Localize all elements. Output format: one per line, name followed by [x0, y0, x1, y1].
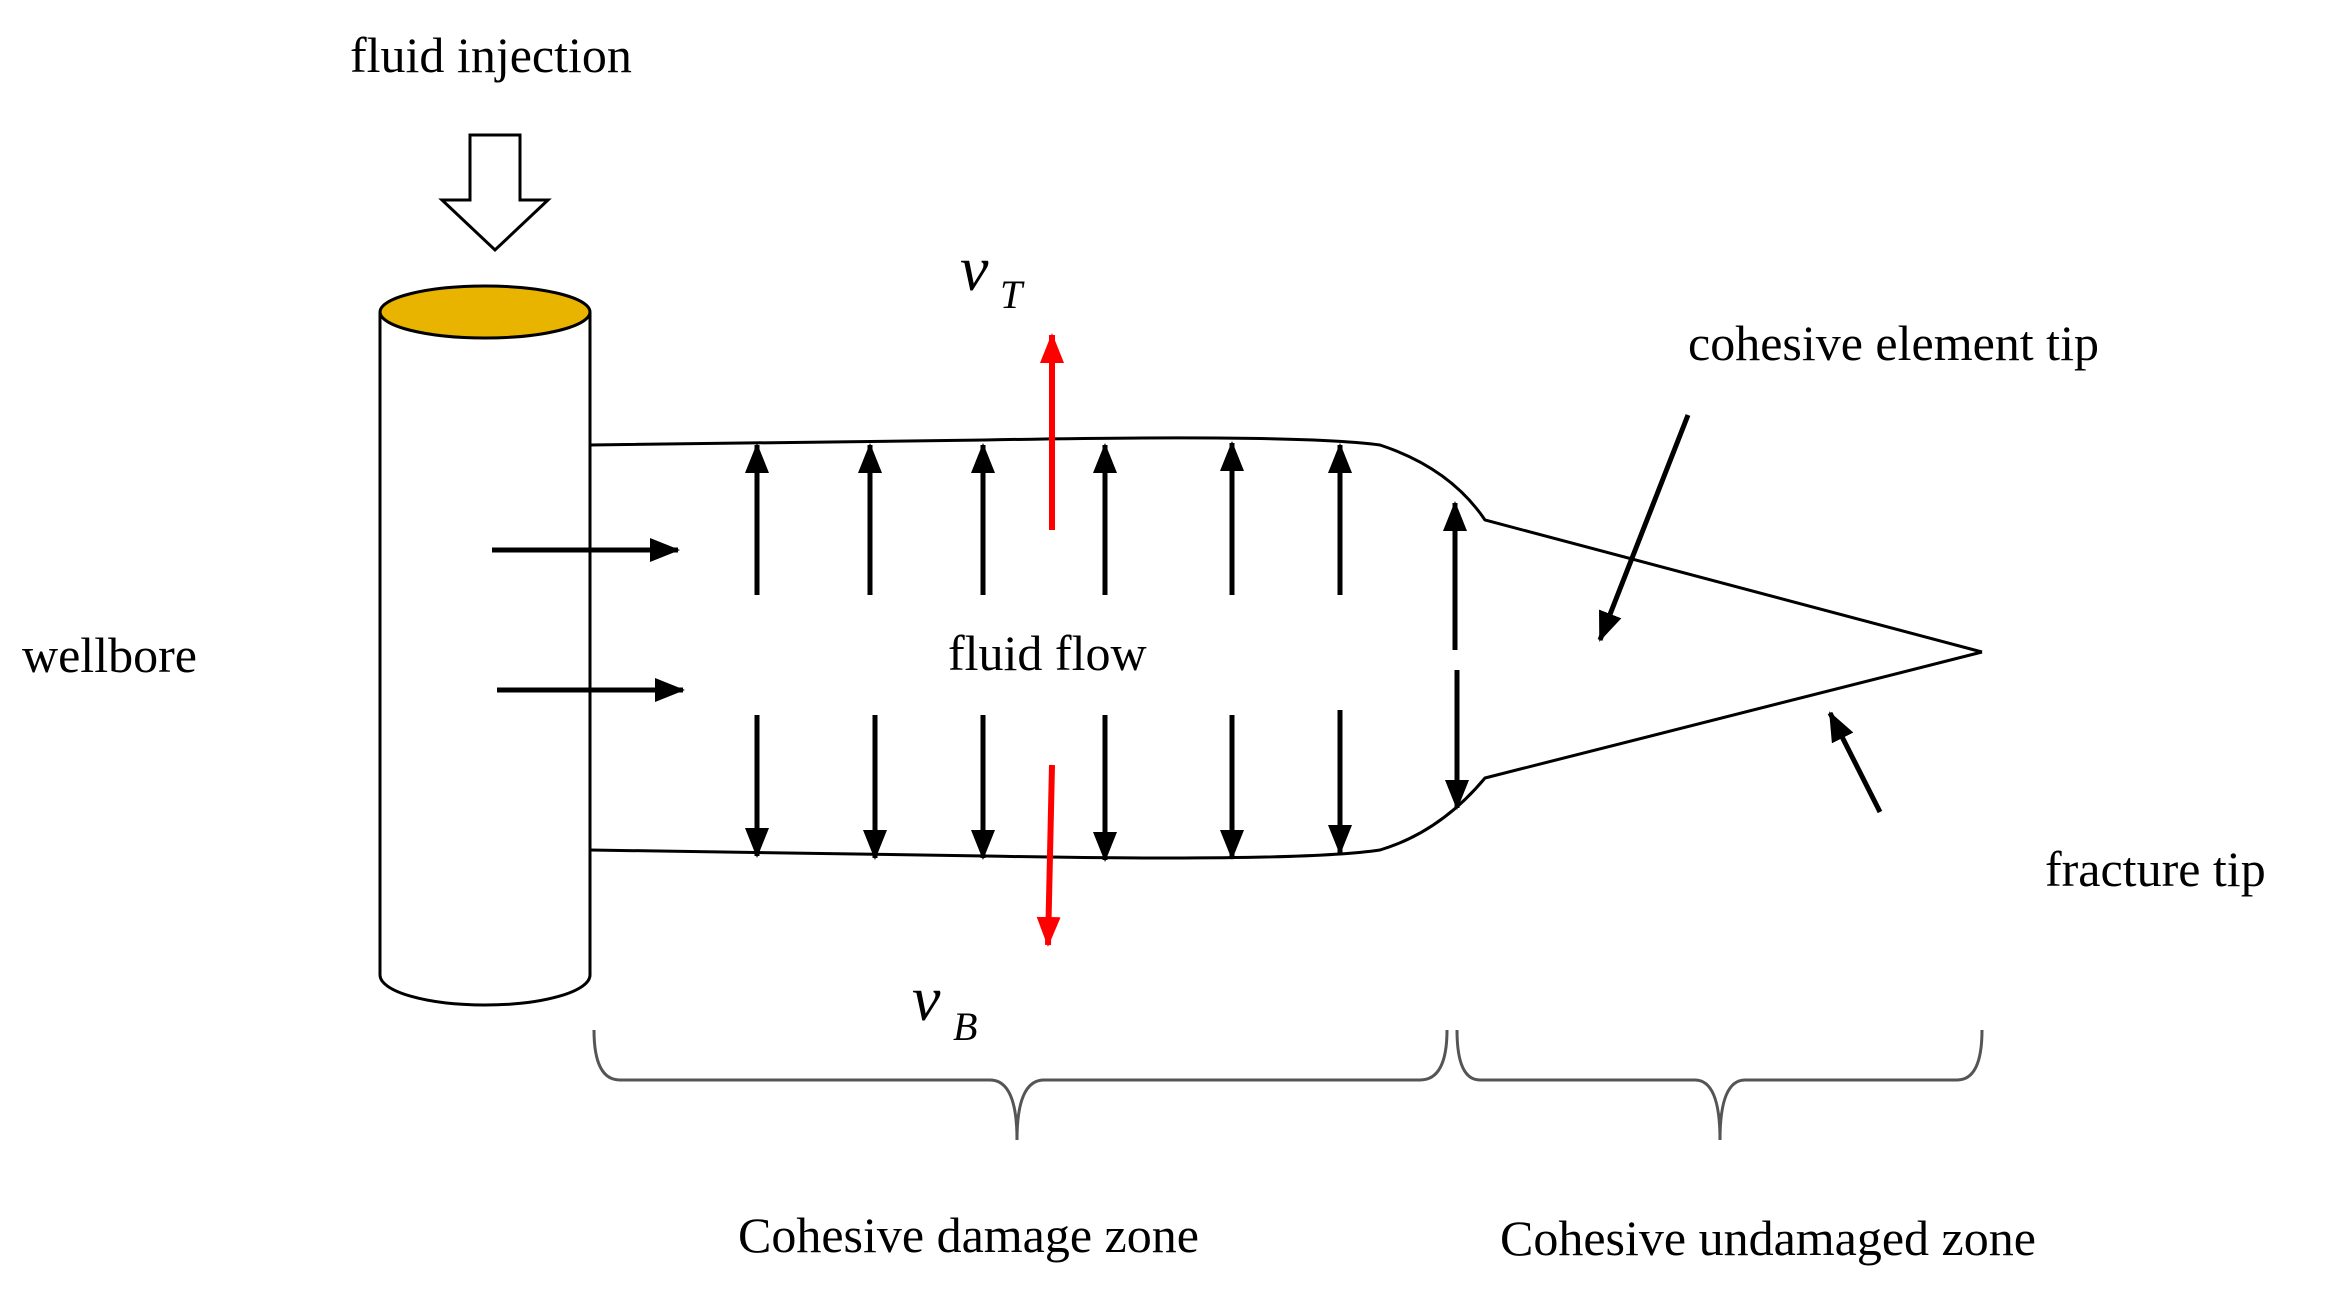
velocity-bottom-arrow [1036, 764, 1061, 947]
fracture-tip-arrow [1827, 711, 1883, 814]
svg-text:v: v [912, 963, 941, 1034]
svg-text:T: T [1000, 272, 1025, 317]
damage-zone-brace [592, 1029, 1449, 1141]
undamaged-zone-label: Cohesive undamaged zone [1500, 1210, 2036, 1266]
fracture-outline-top [589, 436, 1983, 654]
wellbore-cap [378, 284, 592, 340]
fluid-flow-label: fluid flow [948, 625, 1147, 681]
cohesive-element-tip-arrow [1597, 414, 1691, 642]
damage-zone-label: Cohesive damage zone [738, 1207, 1199, 1263]
fluid-injection-label: fluid injection [350, 27, 632, 83]
cohesive-element-tip-label: cohesive element tip [1688, 315, 2099, 371]
wellbore-label: wellbore [22, 627, 197, 683]
velocity-bottom-symbol: v B [912, 963, 977, 1049]
opening-arrows-bottom [745, 670, 1469, 862]
wellbore-cylinder [378, 284, 592, 1007]
velocity-top-symbol: v T [960, 233, 1025, 317]
opening-arrows-top [745, 441, 1467, 650]
undamaged-zone-brace [1455, 1029, 1984, 1141]
svg-text:v: v [960, 233, 989, 304]
svg-text:B: B [953, 1004, 977, 1049]
fracture-outline-bottom [589, 650, 1983, 860]
injection-arrow-icon [438, 133, 552, 253]
fracture-tip-label: fracture tip [2045, 841, 2266, 897]
